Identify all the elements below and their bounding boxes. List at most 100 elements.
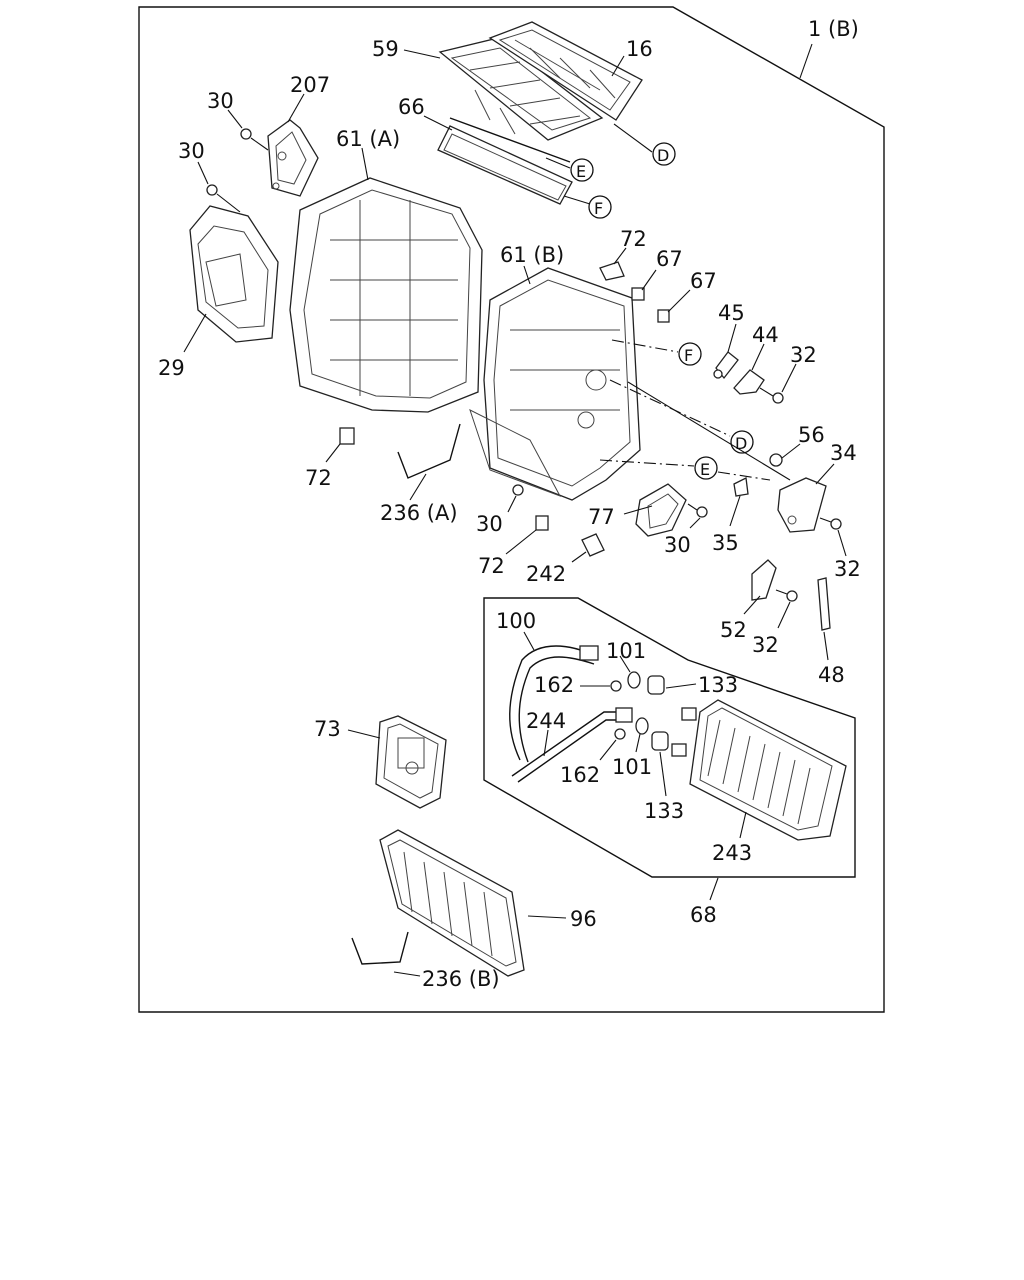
callout-45: 45 — [718, 301, 745, 325]
nut-56-shape — [769, 453, 783, 467]
clip-67-a — [631, 287, 645, 301]
callout-67-a: 67 — [656, 247, 683, 271]
callout-207: 207 — [290, 73, 330, 97]
callout-133-a: 133 — [698, 673, 738, 697]
clip-67-b — [657, 309, 670, 323]
screw-32-c — [775, 589, 798, 602]
callout-96: 96 — [570, 907, 597, 931]
pipe-244-shape — [511, 711, 620, 777]
callout-16: 16 — [626, 37, 653, 61]
callout-59: 59 — [372, 37, 399, 61]
callout-61a: 61 (A) — [336, 127, 400, 151]
callout-68: 68 — [690, 903, 717, 927]
callout-52: 52 — [720, 618, 747, 642]
callout-30-c: 30 — [476, 512, 503, 536]
evaporator-96-shape — [379, 829, 525, 977]
callout-32-a: 32 — [790, 343, 817, 367]
hose-100-shape — [509, 645, 597, 761]
callout-162-b: 162 — [560, 763, 600, 787]
callout-34: 34 — [830, 441, 857, 465]
ref-mark-f1-label: F — [594, 199, 603, 218]
callout-101-a: 101 — [606, 639, 646, 663]
oring-101-b — [635, 717, 649, 735]
callout-133-b: 133 — [644, 799, 684, 823]
callout-242: 242 — [526, 562, 566, 586]
oring-101-a — [627, 671, 641, 689]
callout-32-b: 32 — [834, 557, 861, 581]
bracket-77-shape — [635, 483, 687, 537]
callout-61b: 61 (B) — [500, 243, 564, 267]
rod-48-shape — [817, 577, 831, 631]
callout-48: 48 — [818, 663, 845, 687]
lever-44-shape — [733, 369, 765, 395]
block-242-shape — [581, 533, 605, 557]
bracket-52-shape — [751, 559, 777, 601]
screw-30-a — [240, 128, 269, 151]
callout-73: 73 — [314, 717, 341, 741]
rod-66-shape — [437, 117, 573, 205]
callout-236b: 236 (B) — [422, 967, 500, 991]
bracket-207-shape — [267, 119, 319, 197]
callout-72-a: 72 — [620, 227, 647, 251]
screw-30-c — [512, 484, 524, 496]
screw-32-a — [759, 387, 784, 404]
panel-29-shape — [189, 205, 279, 343]
case-61a-shape — [289, 177, 483, 413]
clamp-133-b — [651, 731, 669, 751]
callout-101-b: 101 — [612, 755, 652, 779]
screw-32-b — [819, 517, 842, 530]
callout-30-d: 30 — [664, 533, 691, 557]
callout-56: 56 — [798, 423, 825, 447]
callout-243: 243 — [712, 841, 752, 865]
ref-mark-e1 — [570, 158, 594, 182]
callout-67-b: 67 — [690, 269, 717, 293]
ref-mark-d1 — [652, 142, 676, 166]
screw-30-d — [687, 503, 708, 518]
callout-35: 35 — [712, 531, 739, 555]
plate-34-shape — [777, 477, 827, 533]
clip-72-a — [599, 261, 625, 281]
panel-73-shape — [375, 715, 447, 809]
ref-mark-e2 — [694, 456, 718, 480]
clip-35-shape — [733, 477, 749, 497]
callout-72-b: 72 — [305, 466, 332, 490]
callout-44: 44 — [752, 323, 779, 347]
callout-77: 77 — [588, 505, 615, 529]
callout-30-b: 30 — [178, 139, 205, 163]
ref-mark-e1-label: E — [576, 162, 586, 181]
ref-mark-f2 — [678, 342, 702, 366]
ref-mark-d1-label: D — [657, 146, 669, 165]
clamp-133-a — [647, 675, 665, 695]
ref-mark-f1 — [588, 195, 612, 219]
heater-subassembly-frame — [483, 597, 856, 878]
screw-30-b — [206, 184, 241, 213]
screw-162-a — [610, 680, 622, 692]
callout-32-c: 32 — [752, 633, 779, 657]
callout-66: 66 — [398, 95, 425, 119]
screw-162-b — [614, 728, 626, 740]
pipe-fitting-b — [615, 707, 633, 723]
heater-core-243-shape — [671, 699, 847, 841]
pipe-fitting-a — [579, 645, 599, 661]
grille-16-shape — [488, 21, 643, 121]
callout-100: 100 — [496, 609, 536, 633]
assembly-frame — [138, 6, 885, 1013]
frame-label: 1 (B) — [808, 17, 859, 41]
callout-30-a: 30 — [207, 89, 234, 113]
clip-72-b — [339, 427, 355, 445]
hose-236a-shape — [397, 423, 461, 479]
ref-mark-e2-label: E — [700, 460, 710, 479]
ref-mark-f2-label: F — [684, 346, 693, 365]
clip-72-c — [535, 515, 549, 531]
link-45-shape — [713, 351, 739, 380]
frame-leader — [799, 43, 813, 79]
callout-236a: 236 (A) — [380, 501, 458, 525]
hose-236b-shape — [351, 931, 409, 965]
duct-59-shape — [438, 37, 604, 141]
callout-29: 29 — [158, 356, 185, 380]
case-61b-shape — [469, 267, 641, 501]
callout-72-c: 72 — [478, 554, 505, 578]
callout-244: 244 — [526, 709, 566, 733]
callout-162-a: 162 — [534, 673, 574, 697]
